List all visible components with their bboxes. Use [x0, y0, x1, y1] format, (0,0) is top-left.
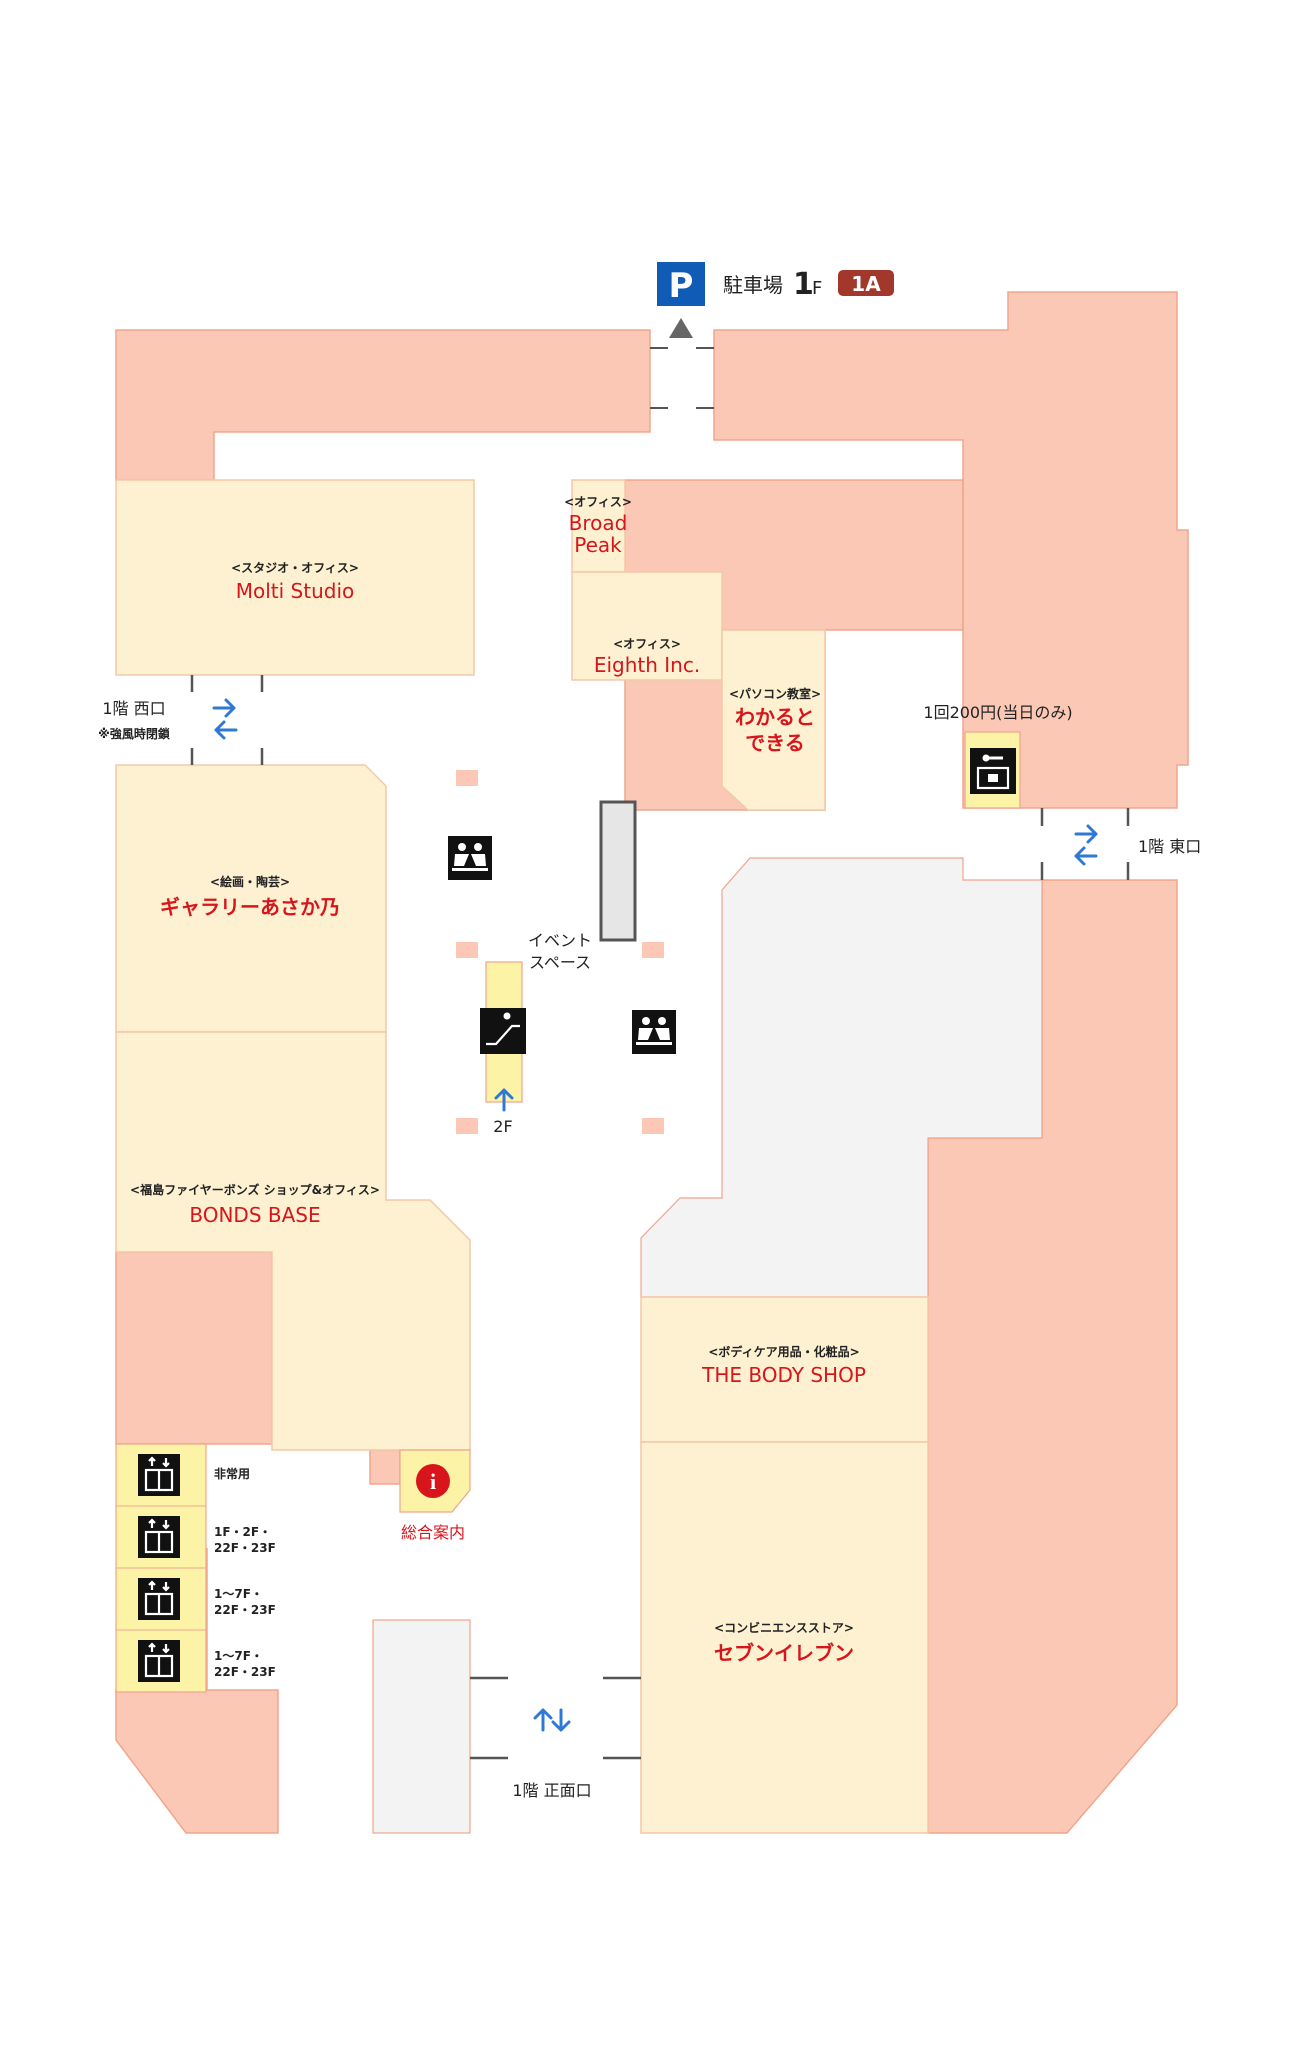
parking-direction-arrow-icon	[669, 318, 693, 338]
pillar	[456, 1118, 478, 1134]
elevator-icon	[138, 1640, 180, 1682]
main-entrance-arrows-icon	[533, 1708, 571, 1732]
shop-wakaru-dekiru[interactable]	[721, 629, 826, 811]
bench-icon	[448, 836, 492, 880]
west-entrance-label: 1階 西口	[102, 699, 165, 718]
bonds-name: BONDS BASE	[189, 1203, 320, 1227]
elevator-2-floors-line1: 1F・2F・	[214, 1525, 271, 1539]
seven-name: セブンイレブン	[714, 1641, 854, 1665]
seven-category: <コンビニエンスストア>	[714, 1620, 854, 1635]
wakaru-name-line1: わかると	[735, 705, 815, 729]
shop-eighth-inc[interactable]	[571, 571, 723, 681]
shop-bonds-base[interactable]	[115, 1031, 471, 1451]
shop-gallery-asakano[interactable]	[115, 764, 387, 1033]
svg-text:P: P	[669, 266, 694, 306]
eighth-name: Eighth Inc.	[594, 653, 700, 677]
tenant-area-west-low	[115, 1251, 273, 1445]
escalator-label: 2F	[493, 1117, 512, 1136]
back-area-south	[372, 1619, 471, 1834]
coin-locker-icon	[970, 748, 1016, 794]
elevator-3-floors-line2: 22F・23F	[214, 1603, 276, 1617]
escalator-up-arrow-icon	[494, 1088, 514, 1112]
tenant-area-small	[369, 1449, 401, 1485]
elevator-1-floors: 非常用	[214, 1466, 250, 1481]
tenant-area-northwest	[115, 329, 651, 481]
shop-seven-eleven[interactable]	[640, 1441, 929, 1834]
bonds-category: <福島ファイヤーボンズ ショップ&オフィス>	[130, 1182, 380, 1197]
locker-label: 1回200円(当日のみ)	[923, 703, 1072, 722]
wakaru-name-line2: できる	[745, 731, 805, 755]
pillar	[456, 942, 478, 958]
pillar	[642, 1118, 664, 1134]
broad-name-line2: Peak	[574, 533, 622, 557]
elevator-icon	[138, 1516, 180, 1558]
shop-molti-studio[interactable]	[115, 479, 475, 676]
pillar	[642, 770, 664, 786]
elevator-icon	[138, 1578, 180, 1620]
event-space-divider	[599, 800, 637, 942]
bodyshop-name: THE BODY SHOP	[701, 1363, 866, 1387]
pillar	[642, 942, 664, 958]
parking-floor-unit: F	[812, 278, 822, 299]
elevator-3-floors-line1: 1〜7F・	[214, 1587, 263, 1601]
svg-text:i: i	[430, 1469, 436, 1494]
gallery-name: ギャラリーあさか乃	[160, 895, 340, 919]
west-entrance-arrows-icon	[212, 698, 238, 740]
pillar	[456, 770, 478, 786]
broad-name-line1: Broad	[569, 511, 628, 535]
main-entrance-label: 1階 正面口	[512, 1781, 591, 1800]
event-space-line1: イベント	[528, 931, 592, 950]
parking-label: 駐車場	[723, 273, 783, 297]
east-entrance-label: 1階 東口	[1138, 837, 1201, 856]
west-entrance-note: ※強風時閉鎖	[98, 726, 171, 741]
broad-category: <オフィス>	[564, 495, 632, 509]
svg-text:1A: 1A	[851, 272, 881, 296]
elevator-4-floors-line2: 22F・23F	[214, 1665, 276, 1679]
eighth-category: <オフィス>	[613, 637, 681, 651]
elevator-icon	[138, 1454, 180, 1496]
parking-icon: P	[657, 262, 705, 306]
bench-icon	[632, 1010, 676, 1054]
information-label: 総合案内	[401, 1523, 465, 1542]
wakaru-category: <パソコン教室>	[729, 686, 821, 701]
molti-name: Molti Studio	[236, 579, 355, 603]
tenant-area-northeast	[713, 291, 1189, 809]
parking-floor-number: 1	[793, 267, 814, 302]
parking-badge: 1A	[838, 270, 894, 296]
info-icon[interactable]: i	[416, 1464, 450, 1498]
gallery-category: <絵画・陶芸>	[210, 874, 290, 889]
molti-category: <スタジオ・オフィス>	[231, 561, 359, 575]
escalator-icon	[480, 1008, 526, 1054]
elevator-4-floors-line1: 1〜7F・	[214, 1649, 263, 1663]
elevator-2-floors-line2: 22F・23F	[214, 1541, 276, 1555]
east-entrance-arrows-icon	[1074, 824, 1098, 866]
bodyshop-category: <ボディケア用品・化粧品>	[708, 1344, 859, 1359]
event-space-line2: スペース	[529, 953, 591, 972]
